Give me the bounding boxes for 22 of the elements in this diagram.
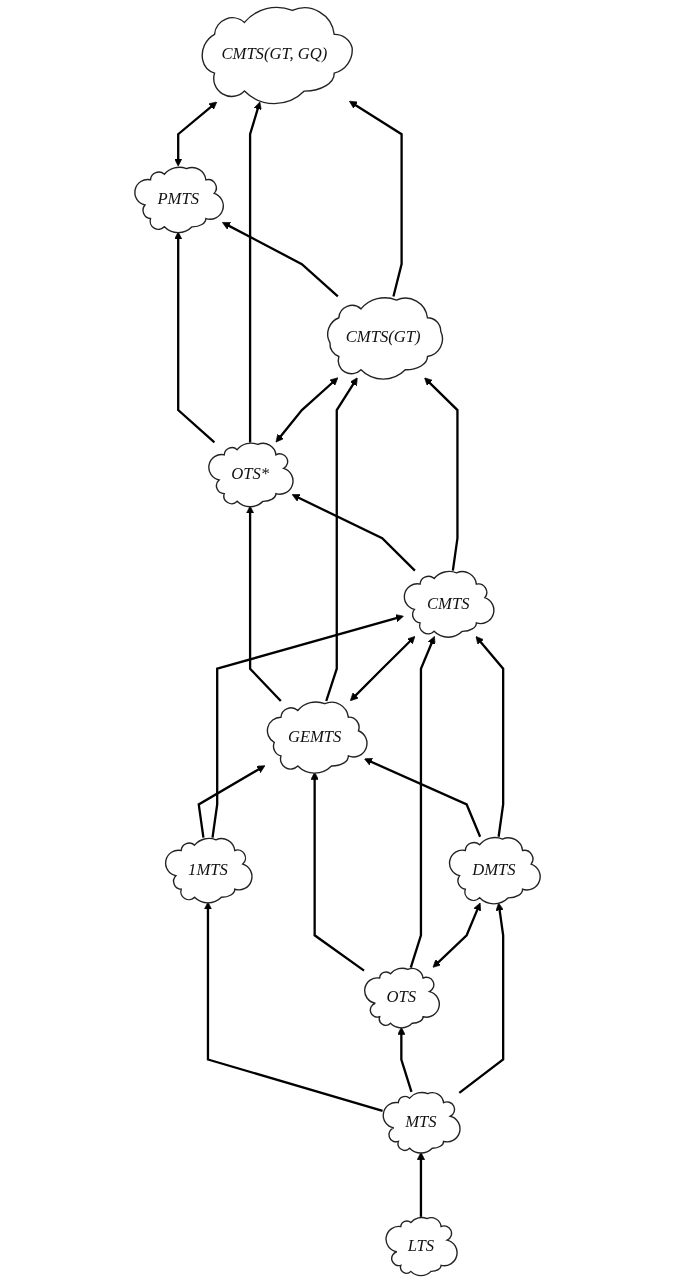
arrow: [416, 1151, 425, 1217]
arrow: [275, 377, 339, 443]
arrow: [203, 901, 383, 1112]
arrow: [197, 765, 266, 838]
arrow: [248, 101, 262, 443]
arrow: [409, 636, 436, 968]
arrow: [432, 902, 482, 968]
arrow: [222, 222, 339, 298]
arrow: [364, 758, 482, 838]
arrow: [174, 101, 218, 167]
arrow: [291, 494, 416, 572]
arrow: [174, 231, 216, 444]
arrow: [246, 505, 282, 702]
arrow: [349, 100, 403, 297]
arrow: [475, 636, 505, 837]
arrow: [325, 377, 358, 702]
arrow: [424, 377, 459, 571]
arrow: [310, 771, 365, 972]
arrow: [349, 636, 416, 702]
arrow: [211, 614, 404, 838]
arrow: [397, 1026, 413, 1093]
arrow: [458, 902, 505, 1094]
